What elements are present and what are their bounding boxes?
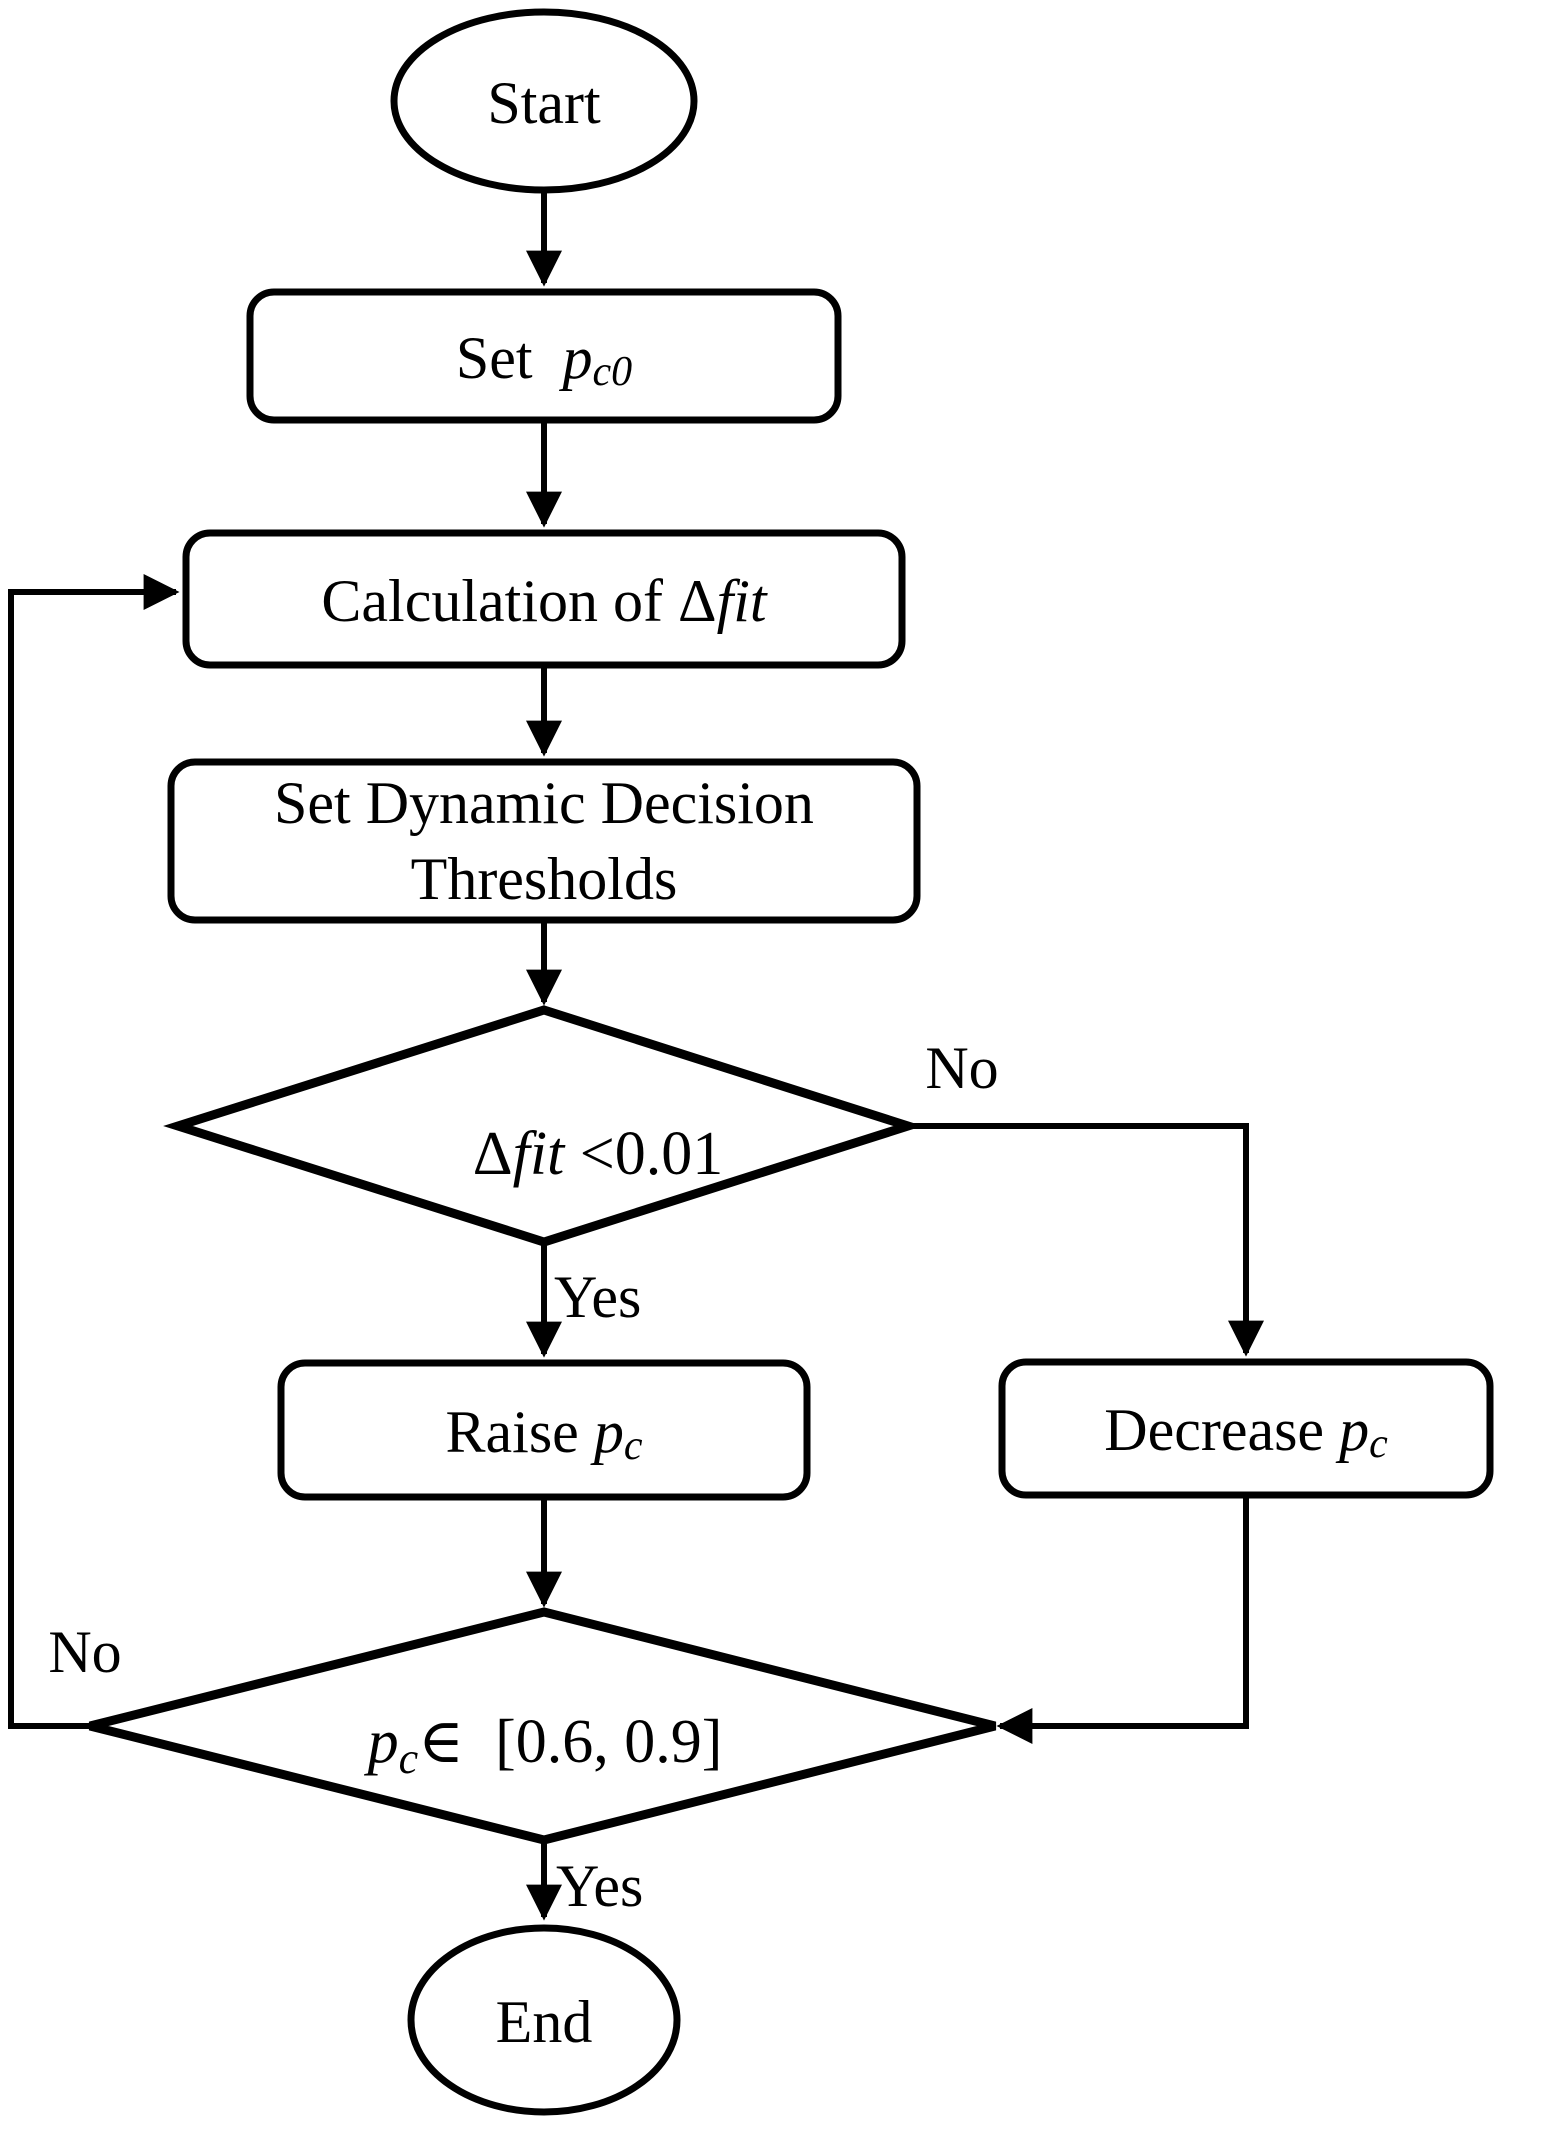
raise-pc-label: Raise pc <box>446 1399 643 1469</box>
calculation-label: Calculation of Δfit <box>321 568 768 634</box>
decision-fit-diamond <box>163 1005 923 1247</box>
label-pc-yes: Yes <box>556 1853 643 1919</box>
node-thresholds: Set Dynamic Decision Thresholds <box>167 758 921 924</box>
node-end: End <box>407 1924 681 2116</box>
node-raise-pc: Raise pc <box>277 1359 811 1501</box>
thresholds-label-line2: Thresholds <box>411 846 678 912</box>
edge-decrease-to-decision-pc <box>996 1495 1249 1744</box>
raise-pc-box <box>277 1359 811 1501</box>
label-fit-yes: Yes <box>554 1264 641 1330</box>
node-set-pc0: Set pc0 <box>246 288 842 424</box>
decision-pc-diamond <box>88 1607 997 1845</box>
set-pc0-label: Set pc0 <box>456 325 632 395</box>
decrease-pc-box <box>998 1358 1494 1499</box>
node-decision-dfit: Δfit <0.01 <box>163 1005 923 1247</box>
thresholds-box <box>167 758 921 924</box>
end-ellipse <box>407 1924 681 2116</box>
calculation-box <box>182 529 906 669</box>
start-label: Start <box>487 70 601 136</box>
decision-pc-label: pc∈ [0.6, 0.9] <box>364 1708 723 1783</box>
decision-fit-label: Δfit <0.01 <box>473 1120 724 1188</box>
node-decrease-pc: Decrease pc <box>998 1358 1494 1499</box>
set-pc0-box <box>246 288 842 424</box>
label-pc-no: No <box>48 1619 121 1685</box>
node-decision-pc-range: pc∈ [0.6, 0.9] <box>88 1607 997 1845</box>
node-start: Start <box>390 8 698 194</box>
label-fit-no: No <box>925 1035 998 1101</box>
thresholds-label-line1: Set Dynamic Decision <box>274 770 814 836</box>
edge-decision-fit-no-to-decrease <box>908 1123 1264 1357</box>
edge-labels: No Yes No Yes <box>48 1035 998 1919</box>
node-calculation-dfit: Calculation of Δfit <box>182 529 906 669</box>
end-label: End <box>496 1989 593 2055</box>
start-ellipse <box>390 8 698 194</box>
edge-decision-pc-no-loopback-to-calc <box>8 574 180 1729</box>
decrease-pc-label: Decrease pc <box>1104 1397 1388 1467</box>
edges <box>8 190 1264 1921</box>
